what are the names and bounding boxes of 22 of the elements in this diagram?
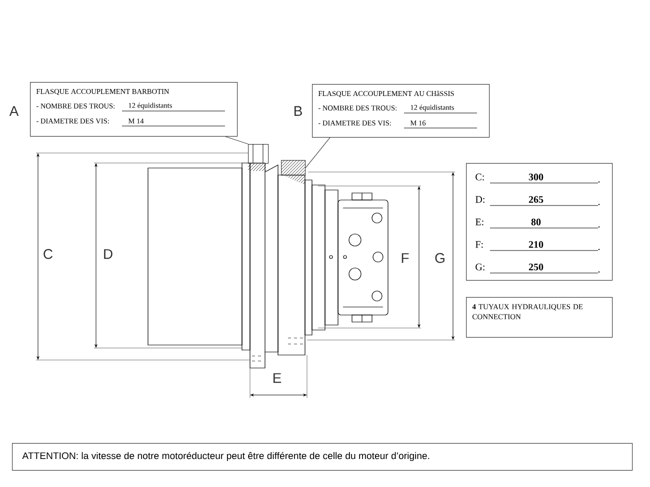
fill-in-line: 250 (490, 264, 600, 274)
dimension-name: D: (476, 196, 484, 203)
dimension-name: G: (476, 264, 484, 270)
fill-in-line: 80 (490, 218, 600, 228)
dimension-letter: C (44, 249, 53, 259)
dimension-name: F: (476, 241, 483, 248)
leader-line (305, 137, 330, 168)
leader-line (225, 136, 248, 144)
dimension-table (466, 163, 613, 281)
fill-in-line: 210 (490, 241, 600, 251)
dimension-letter: G (435, 253, 444, 263)
warning-box: ATTENTION: la vitesse de notre motoréducteur peut être différente de celle du moteur d’origine. (12, 443, 633, 471)
flange-section (248, 144, 269, 164)
fill-in-line: 300 (490, 174, 600, 184)
dimension-name: E: (476, 218, 484, 226)
dimension-name: C: (476, 174, 484, 180)
fill-in-line: 265 (490, 196, 600, 206)
dimension-letter: B (294, 106, 302, 116)
dimension-letter: D (104, 249, 112, 259)
dimension-letter: E (273, 373, 282, 383)
flange-section (281, 160, 306, 176)
dimension-letter: F (402, 253, 409, 263)
